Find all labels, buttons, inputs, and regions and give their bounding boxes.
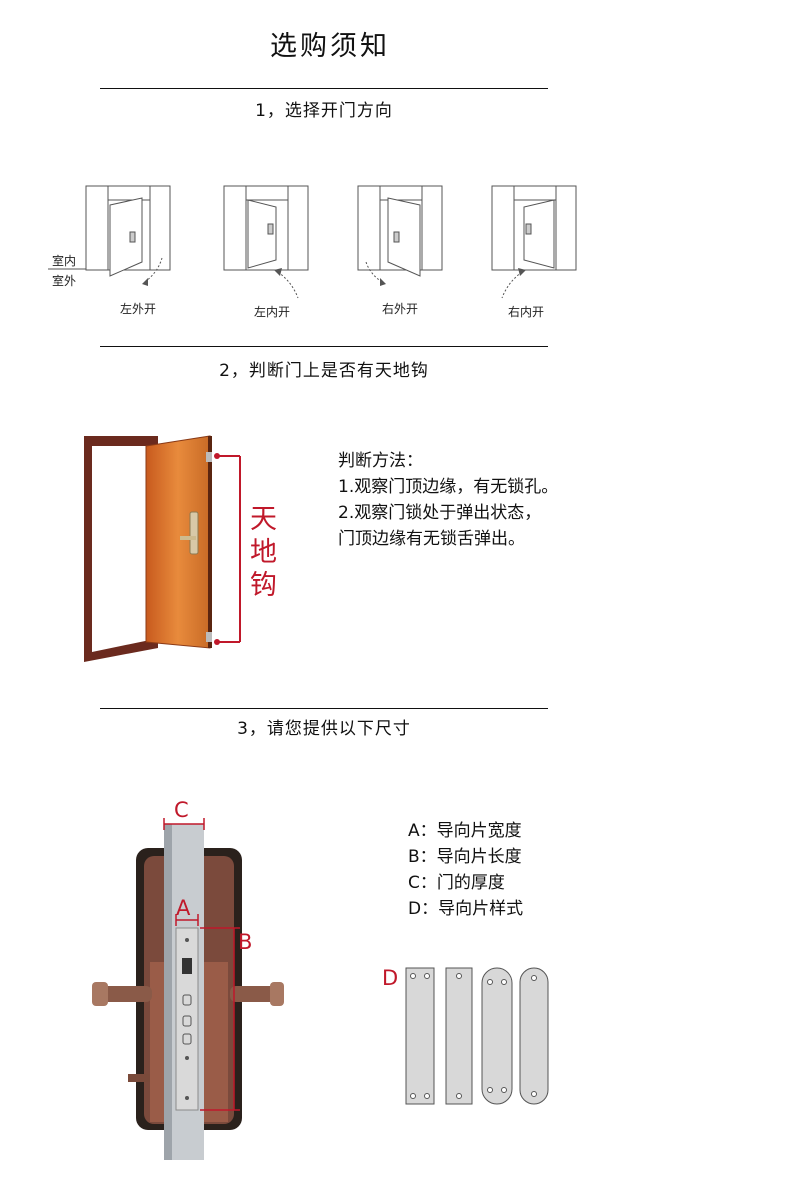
method-block: 判断方法： 1.观察门顶边缘，有无锁孔。 2.观察门锁处于弹出状态， 门顶边缘有… (338, 448, 558, 552)
dimension-a: A：导向片宽度 (408, 821, 522, 841)
divider-3 (100, 708, 548, 709)
indoor-label: 室内 (52, 254, 77, 268)
door-diagram-left-inward (223, 185, 309, 299)
dimension-d: D：导向片样式 (408, 899, 524, 919)
section3-title: 3，请您提供以下尺寸 (237, 719, 411, 739)
direction-label-4: 右内开 (507, 305, 544, 319)
strike-plate-round-2 (519, 967, 549, 1105)
marker-c: C (174, 798, 189, 822)
direction-label-2: 左内开 (253, 305, 290, 319)
direction-label-1: 左外开 (119, 302, 156, 316)
direction-label-3: 右外开 (381, 302, 418, 316)
strike-plate-square-2 (445, 967, 473, 1105)
door-illustration (84, 435, 241, 662)
marker-b: B (238, 930, 253, 954)
outdoor-label: 室外 (52, 274, 77, 288)
divider-1 (100, 88, 548, 89)
marker-a: A (176, 896, 191, 920)
hook-label-char-1: 天 (250, 504, 277, 535)
door-direction-diagrams (48, 185, 577, 299)
divider-2 (100, 346, 548, 347)
method-line-1: 1.观察门顶边缘，有无锁孔。 (338, 477, 559, 497)
marker-d: D (382, 966, 399, 990)
dimension-b: B：导向片长度 (408, 847, 522, 867)
dimensions-list: A：导向片宽度 B：导向片长度 C：门的厚度 D：导向片样式 (408, 818, 523, 922)
door-diagram-right-inward (491, 185, 577, 299)
hook-label-char-2: 地 (250, 537, 277, 568)
method-line-2: 2.观察门锁处于弹出状态， (338, 503, 542, 523)
section1-title: 1，选择开门方向 (255, 101, 393, 121)
door-diagram-left-outward (85, 185, 171, 286)
section2-title: 2，判断门上是否有天地钩 (219, 361, 429, 381)
hook-label-char-3: 钩 (250, 570, 277, 601)
door-diagram-right-outward (357, 185, 443, 286)
dimension-c: C：门的厚度 (408, 873, 505, 893)
page-title: 选购须知 (270, 31, 390, 62)
method-line-3: 门顶边缘有无锁舌弹出。 (338, 529, 525, 549)
method-heading: 判断方法： (338, 451, 423, 471)
strike-plate-square-1 (405, 967, 435, 1105)
strike-plate-round-1 (481, 967, 513, 1105)
